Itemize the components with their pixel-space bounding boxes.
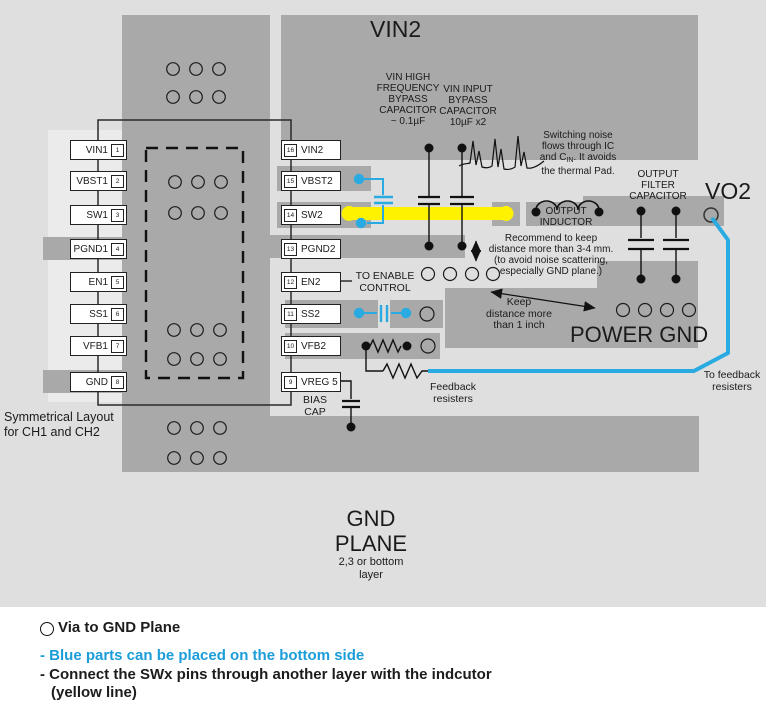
output-inductor-symbol bbox=[531, 200, 604, 217]
pin-number: 15 bbox=[284, 174, 297, 188]
thermal-pad-outline bbox=[144, 146, 245, 380]
pin-number: 10 bbox=[284, 339, 297, 353]
vin-hf-bypass-capacitor bbox=[418, 143, 440, 251]
pin-number: 2 bbox=[111, 174, 124, 188]
distance-arrow-diagonal bbox=[490, 288, 596, 312]
feedback-resistor-upper bbox=[361, 338, 436, 354]
legend-sw-connect: - Connect the SWx pins through another l… bbox=[40, 666, 492, 683]
via-group-top bbox=[166, 62, 226, 104]
vin2-title: VIN2 bbox=[370, 16, 422, 42]
pin-number: 5 bbox=[111, 275, 124, 289]
pin-number: 16 bbox=[284, 143, 297, 157]
legend-via: Via to GND Plane bbox=[58, 619, 181, 636]
bias-capacitor bbox=[341, 380, 360, 432]
via-legend-icon bbox=[40, 622, 54, 636]
legend-sw-connect-2: (yellow line) bbox=[51, 684, 137, 701]
output-filter-capacitor-1 bbox=[628, 206, 654, 284]
pin-number: 12 bbox=[284, 275, 297, 289]
pin-number: 3 bbox=[111, 208, 124, 222]
feedback-resistor-lower bbox=[365, 350, 428, 380]
output-filter-capacitor-2 bbox=[663, 206, 689, 284]
bootstrap-capacitor-blue bbox=[353, 173, 393, 229]
power-gnd-title: POWER GND bbox=[570, 322, 709, 347]
pin-number: 1 bbox=[111, 143, 124, 157]
gnd-plane-label: GND PLANE 2,3 or bottom layer bbox=[334, 506, 408, 581]
switching-noise-note: Switching noise flows through IC and CIN… bbox=[539, 130, 617, 177]
switching-noise-waveform bbox=[458, 135, 545, 170]
sw2-yellow-trace bbox=[341, 206, 514, 221]
pin-number: 9 bbox=[284, 375, 297, 389]
via-group-pad-upper bbox=[168, 175, 228, 220]
via-group-pad-lower bbox=[167, 323, 227, 366]
via-group-bottom bbox=[167, 421, 227, 465]
vo2-copper-trace bbox=[583, 196, 724, 226]
legend-blue-parts: - Blue parts can be placed on the bottom… bbox=[40, 647, 365, 664]
vo2-via-circle bbox=[703, 207, 719, 223]
pin-number: 7 bbox=[111, 339, 124, 353]
pin-number: 6 bbox=[111, 307, 124, 321]
via-row-mid bbox=[420, 266, 501, 282]
pin-number: 14 bbox=[284, 208, 297, 222]
pin-number: 4 bbox=[111, 242, 124, 256]
pin-number: 8 bbox=[111, 375, 124, 389]
vin-input-bypass-capacitor bbox=[450, 143, 474, 251]
pin-number: 11 bbox=[284, 307, 297, 321]
soft-start-capacitor-blue bbox=[353, 305, 435, 322]
via-row-power-gnd bbox=[615, 302, 697, 318]
bottom-copper-band bbox=[122, 416, 699, 472]
vo2-title: VO2 bbox=[705, 178, 752, 204]
feedback-route-blue bbox=[428, 216, 730, 373]
symmetry-connection-loop bbox=[97, 119, 292, 406]
pin-number: 13 bbox=[284, 242, 297, 256]
vin2-copper-pour bbox=[281, 15, 698, 160]
